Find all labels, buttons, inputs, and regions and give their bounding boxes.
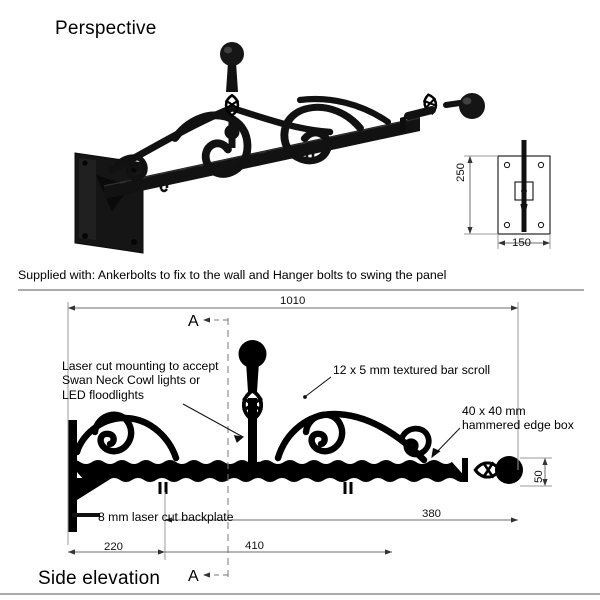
- dimension-centre-span: 410: [245, 540, 265, 552]
- dimension-backplate-width: 150: [512, 237, 532, 249]
- supplied-with-note: Supplied with: Ankerbolts to fix to the …: [18, 268, 447, 282]
- backplate-note: 8 mm laser cut backplate: [98, 510, 234, 524]
- hammered-box-note: 40 x 40 mm hammered edge box: [462, 404, 574, 433]
- section-mark-bottom: A: [188, 568, 199, 585]
- side-elevation-title: Side elevation: [38, 568, 161, 589]
- section-mark-top: A: [188, 313, 199, 330]
- perspective-view-title: Perspective: [55, 18, 157, 39]
- bar-scroll-note: 12 x 5 mm textured bar scroll: [333, 363, 491, 377]
- laser-cut-mounting-note: Laser cut mounting to accept Swan Neck C…: [62, 359, 219, 402]
- dimension-overall-length: 1010: [280, 295, 306, 307]
- dimension-right-span: 380: [422, 508, 442, 520]
- dimension-backplate-to-centre: 220: [104, 541, 124, 553]
- dimension-bar-depth: 50: [533, 470, 545, 483]
- dimension-backplate-height: 250: [455, 162, 467, 182]
